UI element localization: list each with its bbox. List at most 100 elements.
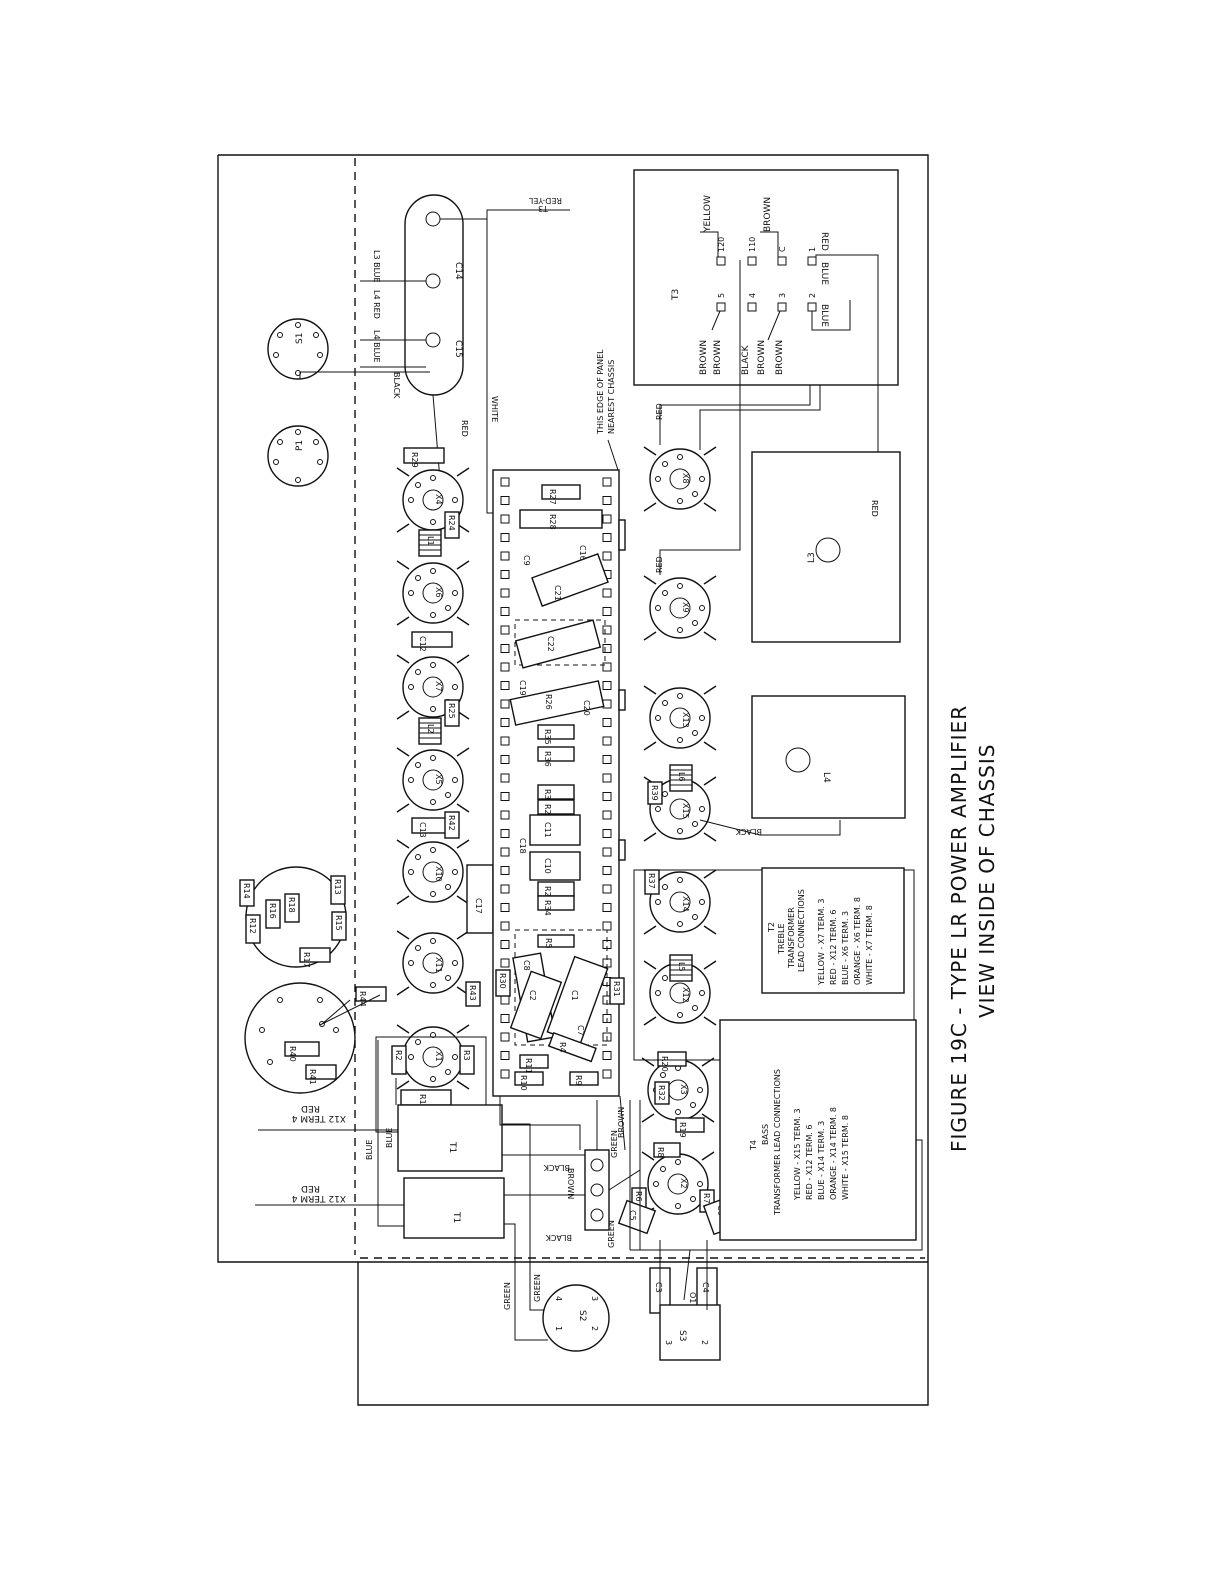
board-terminal	[500, 570, 510, 579]
board-terminal	[500, 514, 510, 524]
mid-row-parts: L6 R39 L5 R37 R20 R32 R19 R8 R6 C5 R7 C6…	[617, 764, 744, 1314]
svg-text:R39: R39	[650, 785, 659, 801]
svg-text:R4: R4	[558, 1042, 567, 1053]
transformer-t1: T1 T1	[377, 1040, 596, 1341]
svg-text:3: 3	[664, 1340, 673, 1345]
svg-text:X1: X1	[434, 1051, 443, 1062]
wire-blue-1: BLUE	[365, 1140, 374, 1160]
board-terminal	[500, 496, 510, 505]
octal-resistor-socket: R14 R12 R16 R18 R13 R15 R17	[239, 866, 347, 968]
board-terminal	[500, 903, 510, 912]
tube-x3: X3	[641, 1057, 715, 1123]
board-terminal	[602, 477, 612, 487]
tube-x8: X8	[643, 446, 717, 512]
board-terminal	[602, 551, 612, 561]
svg-text:T4: T4	[749, 1140, 758, 1151]
t3-wire-yellow: YELLOW	[703, 195, 713, 233]
t4-bass-table: T4 BASS TRANSFORMER LEAD CONNECTIONS YEL…	[630, 1019, 923, 1251]
board-terminal	[602, 884, 612, 894]
svg-text:R37: R37	[647, 873, 656, 889]
svg-text:R24: R24	[447, 515, 456, 531]
board-terminal	[500, 533, 510, 542]
svg-text:C20: C20	[582, 700, 591, 716]
svg-text:R16: R16	[268, 903, 277, 919]
board-terminal	[500, 588, 510, 598]
svg-text:R36: R36	[543, 751, 552, 767]
top-row-parts: R29 R24 L1 C12 R25 L2 C13 R42 C17 R44 R4…	[355, 447, 494, 1133]
board-terminal	[500, 940, 510, 949]
switch-s1: S1	[267, 318, 329, 380]
t3-tap-120: 120	[717, 237, 726, 252]
svg-text:C1: C1	[570, 990, 579, 1001]
svg-text:C19: C19	[518, 680, 527, 696]
board-terminal	[602, 1051, 612, 1060]
board-terminal	[500, 644, 510, 653]
svg-text:1: 1	[554, 1326, 563, 1331]
t3-wire-blue-1: BLUE	[819, 262, 829, 285]
board-terminal	[500, 921, 510, 931]
svg-text:C7: C7	[576, 1025, 585, 1036]
wire-white-label: WHITE	[490, 396, 499, 422]
board-terminal	[602, 496, 612, 505]
board-terminal	[602, 1069, 612, 1079]
wire-red-x8: RED	[655, 403, 664, 420]
board-terminal	[500, 477, 510, 487]
l3-label: L3	[807, 552, 817, 563]
svg-text:R5: R5	[544, 938, 553, 949]
svg-text:X7: X7	[434, 681, 443, 692]
tube-x4: X4	[396, 467, 470, 533]
svg-text:R6: R6	[634, 1191, 643, 1202]
svg-text:C22: C22	[546, 636, 555, 652]
svg-text:X10: X10	[434, 866, 443, 882]
caption-line1: FIGURE 19C - TYPE LR POWER AMPLIFIER	[947, 705, 971, 1152]
svg-text:T1: T1	[451, 1211, 461, 1223]
board-terminal	[500, 884, 510, 894]
chassis-outline	[217, 154, 929, 1406]
wire-green-3: GREEN	[607, 1220, 616, 1248]
svg-text:R35: R35	[543, 729, 552, 745]
t3-tap-3: 3	[778, 293, 787, 298]
lead-l4-blue: L4 BLUE	[372, 330, 381, 363]
svg-text:C8: C8	[522, 960, 531, 971]
svg-text:L6: L6	[677, 772, 686, 782]
svg-text:R28: R28	[548, 514, 557, 530]
t3-tap-4: 4	[748, 293, 757, 298]
t3-wire-brown-5: BROWN	[699, 340, 709, 375]
board-terminal	[602, 681, 612, 690]
tube-x7: X7	[396, 654, 470, 720]
svg-text:R30: R30	[498, 973, 507, 989]
tube-x10: X10	[396, 839, 470, 905]
board-terminal	[500, 773, 510, 783]
terminal-strip	[584, 1100, 641, 1231]
svg-text:2: 2	[700, 1340, 709, 1345]
board-terminal	[602, 736, 612, 746]
svg-text:R11: R11	[524, 1058, 533, 1074]
board-terminal	[602, 533, 612, 542]
t3-wire-brown-3: BROWN	[757, 340, 767, 375]
svg-text:R1: R1	[418, 1094, 427, 1105]
svg-text:C21: C21	[553, 585, 562, 601]
board-terminal	[500, 847, 510, 857]
p1-label: P1	[295, 440, 305, 451]
transformer-t3: T3 120 110 C 1 5 4 3 2 YELLOW BROWN RED …	[633, 169, 899, 575]
board-terminal	[602, 829, 612, 838]
board-terminal	[602, 921, 612, 931]
svg-text:R42: R42	[447, 815, 456, 831]
board-terminal	[500, 1069, 510, 1079]
svg-text:R15: R15	[334, 915, 343, 931]
board-terminal	[500, 995, 510, 1005]
svg-text:R12: R12	[248, 918, 257, 934]
board-terminal	[602, 514, 612, 524]
board-terminal	[500, 551, 510, 561]
switch-s3: S3 3 O1 2	[659, 1240, 721, 1361]
red-wire-top	[432, 394, 441, 481]
t3-tap-2: 2	[808, 293, 817, 298]
svg-text:R31: R31	[612, 981, 621, 997]
svg-text:2: 2	[590, 1326, 599, 1331]
board-terminal	[500, 810, 510, 820]
svg-text:R8: R8	[656, 1147, 665, 1158]
svg-text:BASS: BASS	[761, 1124, 770, 1145]
svg-text:R2: R2	[394, 1050, 403, 1061]
component-board: R27 R28 C9 C16 C21 C22 C19 R26 C20 R35 R…	[492, 469, 626, 1097]
svg-text:R34: R34	[543, 900, 552, 916]
